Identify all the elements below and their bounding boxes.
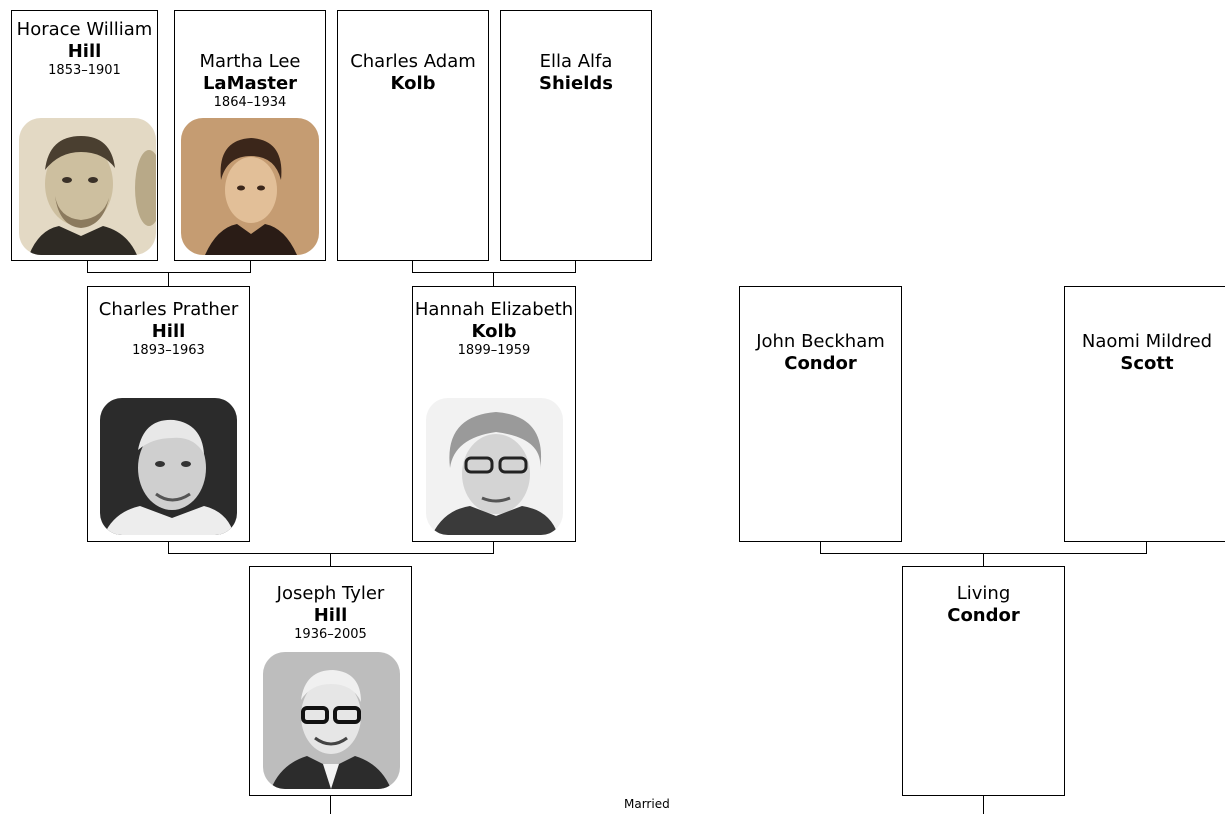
connector-line bbox=[493, 272, 494, 287]
person-card-charles-adam-kolb[interactable]: Charles Adam Kolb bbox=[337, 10, 489, 261]
given-name: Charles Adam bbox=[350, 51, 476, 72]
surname: Condor bbox=[784, 353, 857, 374]
given-name: Living bbox=[956, 583, 1011, 604]
life-dates: 1899–1959 bbox=[457, 343, 531, 358]
person-card-naomi-scott[interactable]: Naomi Mildred Scott bbox=[1064, 286, 1225, 542]
surname: Scott bbox=[1120, 353, 1174, 374]
connector-line bbox=[330, 796, 331, 814]
portrait-photo[interactable] bbox=[426, 398, 563, 535]
connector-line bbox=[820, 541, 821, 554]
connector-line bbox=[168, 541, 169, 554]
surname: Shields bbox=[539, 73, 613, 94]
given-name: John Beckham bbox=[756, 331, 885, 352]
connector-line bbox=[983, 553, 984, 567]
life-dates: 1853–1901 bbox=[48, 63, 121, 78]
surname: Hill bbox=[67, 41, 102, 62]
life-dates: 1864–1934 bbox=[213, 95, 287, 110]
portrait-photo[interactable] bbox=[263, 652, 400, 789]
given-name: Naomi Mildred bbox=[1081, 331, 1213, 352]
life-dates: 1936–2005 bbox=[294, 627, 367, 642]
surname: Kolb bbox=[471, 321, 517, 342]
given-name: Hannah Elizabeth bbox=[414, 299, 574, 320]
connector-line bbox=[983, 796, 984, 814]
surname: Kolb bbox=[390, 73, 436, 94]
person-card-martha-lamaster[interactable]: Martha Lee LaMaster 1864–1934 bbox=[174, 10, 326, 261]
person-card-horace-hill[interactable]: Horace William Hill 1853–1901 bbox=[11, 10, 158, 261]
connector-line bbox=[1146, 541, 1147, 554]
life-dates: 1893–1963 bbox=[132, 343, 205, 358]
person-card-living-condor[interactable]: Living Condor bbox=[902, 566, 1065, 796]
person-card-ella-shields[interactable]: Ella Alfa Shields bbox=[500, 10, 652, 261]
connector-line bbox=[87, 261, 88, 273]
connector-line bbox=[412, 272, 576, 273]
portrait-photo[interactable] bbox=[181, 118, 319, 255]
connector-line bbox=[412, 261, 413, 273]
surname: LaMaster bbox=[202, 73, 298, 94]
given-name: Ella Alfa bbox=[539, 51, 613, 72]
portrait-photo[interactable] bbox=[100, 398, 237, 535]
given-name: Horace William bbox=[16, 19, 153, 40]
person-card-john-condor[interactable]: John Beckham Condor bbox=[739, 286, 902, 542]
connector-line bbox=[87, 272, 251, 273]
person-card-charles-prather-hill[interactable]: Charles Prather Hill 1893–1963 bbox=[87, 286, 250, 542]
given-name: Joseph Tyler bbox=[276, 583, 385, 604]
surname: Hill bbox=[151, 321, 186, 342]
surname: Condor bbox=[947, 605, 1020, 626]
connector-line bbox=[168, 553, 494, 554]
connector-line bbox=[168, 272, 169, 287]
connector-line bbox=[493, 541, 494, 554]
person-card-joseph-hill[interactable]: Joseph Tyler Hill 1936–2005 bbox=[249, 566, 412, 796]
connector-line bbox=[250, 261, 251, 273]
surname: Hill bbox=[313, 605, 348, 626]
given-name: Martha Lee bbox=[199, 51, 301, 72]
given-name: Charles Prather bbox=[98, 299, 239, 320]
relationship-label: Married bbox=[624, 797, 670, 811]
person-card-hannah-kolb[interactable]: Hannah Elizabeth Kolb 1899–1959 bbox=[412, 286, 576, 542]
connector-line bbox=[575, 261, 576, 273]
connector-line bbox=[330, 553, 331, 567]
portrait-photo[interactable] bbox=[19, 118, 156, 255]
